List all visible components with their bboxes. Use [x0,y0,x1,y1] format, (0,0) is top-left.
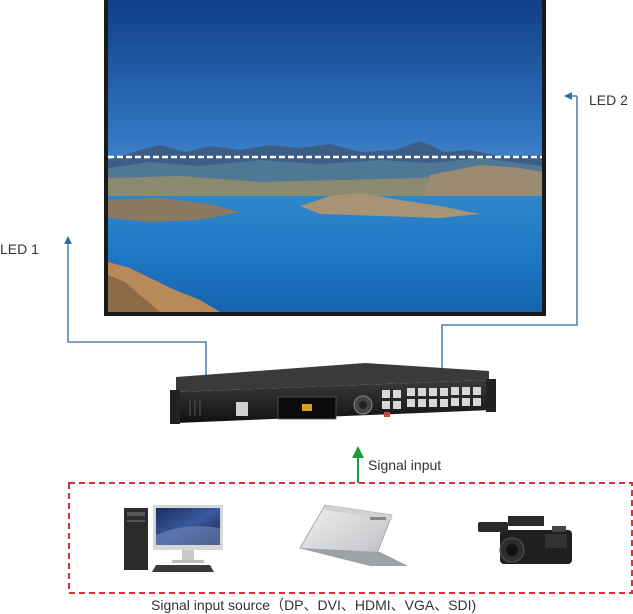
signal-source-caption: Signal input source（DP、DVI、HDMI、VGA、SDI) [151,597,476,613]
led2-connector [441,92,578,378]
video-camera-icon [478,516,572,564]
led-display-screen [104,0,546,316]
led1-label: LED 1 [0,241,39,257]
laptop-icon [299,504,408,567]
signal-source-box [68,482,633,594]
signal-input-arrow [352,446,364,483]
signal-input-label: Signal input [368,457,441,473]
led2-label: LED 2 [589,92,628,108]
led1-connector [64,236,207,378]
video-processor-device [170,363,496,424]
desktop-computer-icon [124,505,223,572]
